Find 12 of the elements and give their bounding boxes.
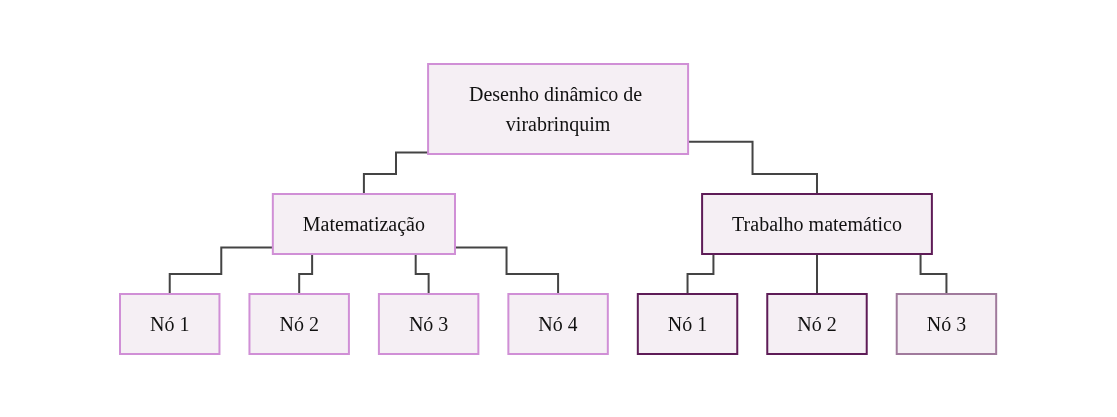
connector <box>816 252 819 295</box>
connector <box>363 151 430 195</box>
node-box: Nó 4 <box>507 292 610 355</box>
node-box: Trabalho matemático <box>701 192 934 255</box>
node-box: Nó 3 <box>378 292 480 355</box>
node-box: Nó 3 <box>896 292 998 355</box>
node-box: Matematização <box>272 192 457 255</box>
node-box: Nó 1 <box>637 292 739 355</box>
node-box: Desenho dinâmico de virabrinquim <box>427 62 690 155</box>
node-box: Nó 1 <box>119 292 221 355</box>
node-box: Nó 2 <box>248 292 351 355</box>
node-box: Nó 2 <box>766 292 869 355</box>
